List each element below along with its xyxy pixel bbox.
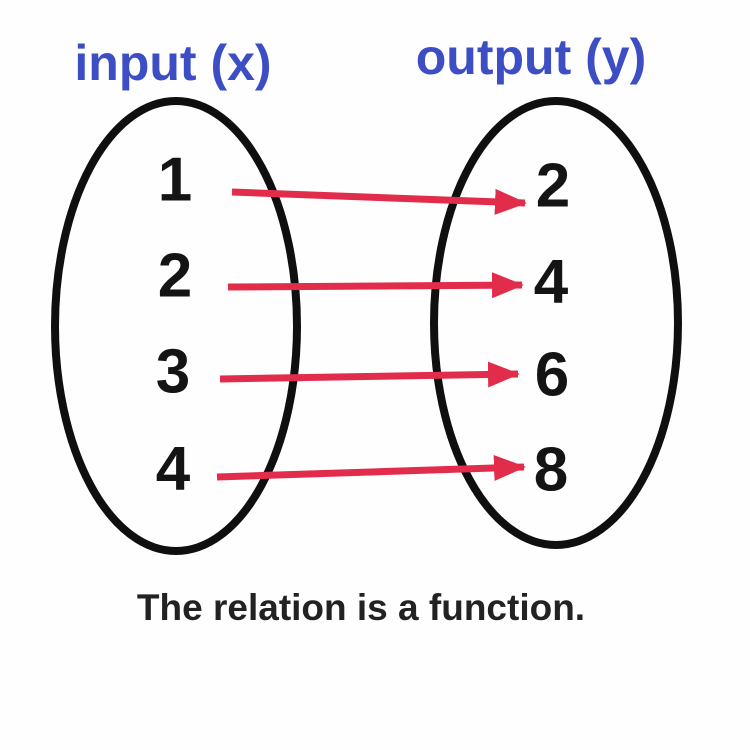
output-value-6: 6 — [535, 341, 569, 410]
output-set-label: output (y) — [416, 29, 646, 85]
input-value-2: 2 — [158, 242, 192, 311]
output-value-4: 4 — [534, 248, 569, 317]
input-value-3: 3 — [156, 338, 190, 407]
input-values: 1 2 3 4 — [156, 146, 192, 504]
input-set-label: input (x) — [74, 35, 271, 91]
input-value-4: 4 — [156, 435, 191, 504]
output-set-ellipse — [430, 97, 682, 549]
arrow-1-to-2 — [231, 188, 527, 215]
mapping-arrows — [216, 188, 527, 481]
input-set-ellipse — [51, 97, 301, 555]
arrow-4-to-8 — [216, 454, 526, 481]
caption-text: The relation is a function. — [137, 587, 585, 628]
output-values: 2 4 6 8 — [534, 152, 570, 505]
output-value-8: 8 — [534, 436, 568, 505]
arrow-3-to-6 — [219, 361, 520, 388]
arrow-2-to-4 — [227, 272, 524, 299]
input-value-1: 1 — [158, 146, 192, 215]
output-value-2: 2 — [536, 152, 570, 221]
